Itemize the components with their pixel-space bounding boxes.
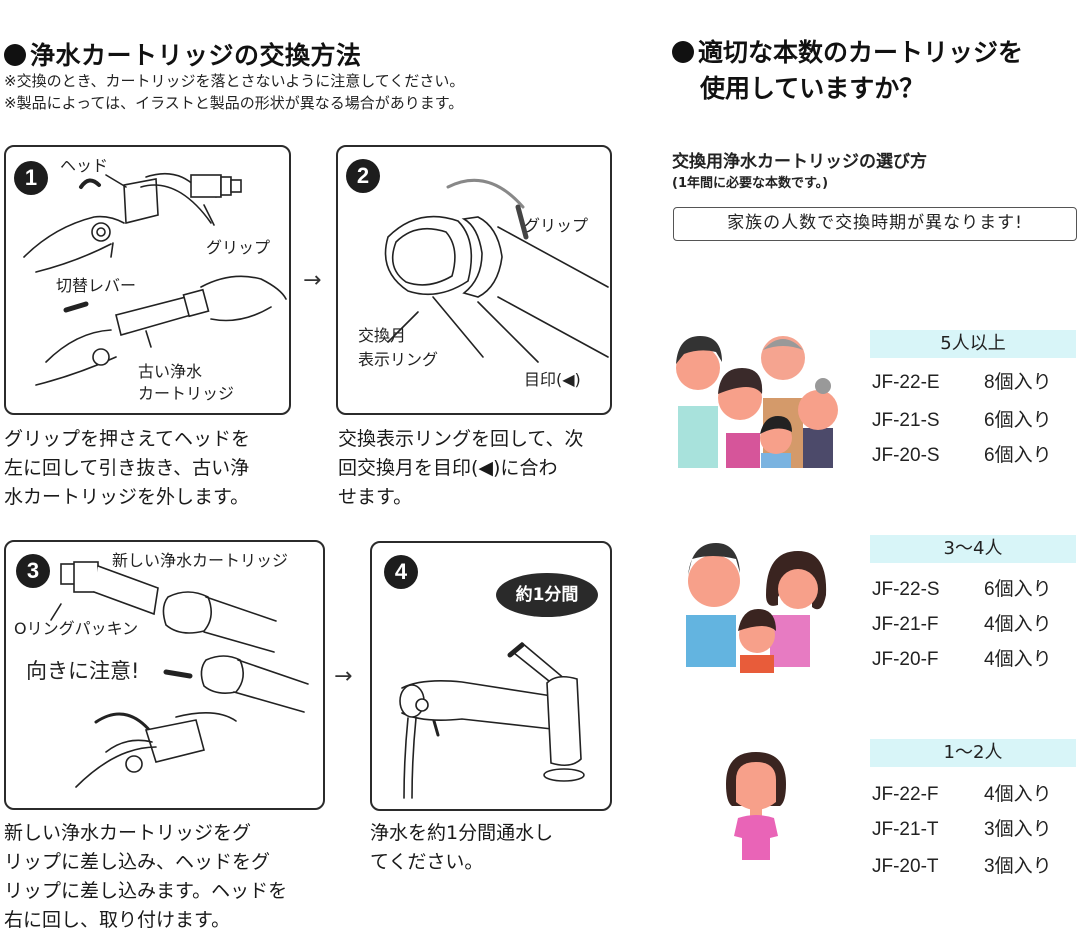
step-2-panel: 2 グリップ 交換月 表示リング 目印(◀): [336, 145, 612, 415]
install-cartridge-illustration: [50, 561, 309, 788]
label-grip: グリップ: [524, 216, 589, 235]
bullet-dot-icon: [4, 44, 26, 66]
product-qty: 3個入り: [984, 856, 1052, 877]
desc-line: 交換表示リングを回して、次: [338, 428, 584, 450]
product-qty: 4個入り: [984, 649, 1052, 670]
label-oring: Oリングパッキン: [14, 619, 139, 638]
label-new-cartridge: 新しい浄水カートリッジ: [112, 551, 289, 570]
desc-line: グリップを押さえてヘッドを: [4, 428, 251, 450]
caution-note-2: ※製品によっては、イラストと製品の形状が異なる場合があります。: [4, 94, 464, 112]
remove-cartridge-illustration: [23, 172, 287, 386]
label-switch-lever: 切替レバー: [56, 276, 137, 295]
product-row: JF-22-S 6個入り: [872, 574, 1052, 606]
step-1-panel: 1: [4, 145, 291, 415]
product-row: JF-22-F 4個入り: [872, 779, 1052, 811]
product-code: JF-21-S: [872, 410, 940, 431]
desc-line: てください。: [370, 851, 484, 873]
product-code: JF-21-T: [872, 819, 939, 840]
step-1-description: グリップを押さえてヘッドを 左に回して引き抜き、古い浄 水カートリッジを外します…: [4, 425, 250, 512]
faucet-illustration: [399, 641, 585, 799]
product-row: JF-20-T 3個入り: [872, 851, 1052, 883]
desc-line: リップに差し込みます。ヘッドを: [4, 880, 288, 902]
product-qty: 8個入り: [984, 372, 1052, 393]
family-size-note-box: 家族の人数で交換時期が異なります!: [673, 207, 1077, 241]
section-title-text: 浄水カートリッジの交換方法: [30, 41, 362, 70]
exchange-ring-illustration: [384, 178, 609, 363]
label-caution-orientation: 向きに注意!: [26, 659, 140, 683]
label-old-cartridge-2: カートリッジ: [138, 384, 235, 403]
family-five-illustration: [676, 336, 838, 468]
desc-line: 回交換月を目印(◀)に合わ: [338, 457, 558, 479]
group-label-1-2: 1〜2人: [870, 739, 1076, 767]
family-three-illustration: [686, 543, 827, 673]
desc-line: せます。: [338, 486, 413, 508]
label-mark: 目印(◀): [524, 370, 581, 389]
bullet-dot-icon: [672, 41, 694, 63]
right-title-line2: 使用していますか？: [700, 74, 925, 103]
caution-note-1: ※交換のとき、カートリッジを落とさないように注意してください。: [4, 72, 465, 90]
step-number-badge: 1: [14, 161, 48, 195]
product-row: JF-21-F 4個入り: [872, 609, 1052, 641]
product-qty: 3個入り: [984, 819, 1052, 840]
product-code: JF-22-S: [872, 579, 940, 600]
step-4-description: 浄水を約1分間通水し てください。: [370, 819, 553, 877]
product-code: JF-21-F: [872, 614, 939, 635]
product-qty: 4個入り: [984, 614, 1052, 635]
product-qty: 6個入り: [984, 445, 1052, 466]
right-title-line1: 適切な本数のカートリッジを: [698, 38, 1024, 67]
product-code: JF-22-E: [872, 372, 940, 393]
desc-line: 水カートリッジを外します。: [4, 486, 250, 508]
step-4-panel: 4 約1分間: [370, 541, 612, 811]
desc-line: 右に回し、取り付けます。: [4, 909, 231, 931]
product-qty: 6個入り: [984, 579, 1052, 600]
label-ring-1: 交換月: [358, 326, 407, 345]
product-qty: 6個入り: [984, 410, 1052, 431]
product-code: JF-20-F: [872, 649, 939, 670]
desc-line: 左に回して引き抜き、古い浄: [4, 457, 250, 479]
product-code: JF-20-T: [872, 856, 939, 877]
label-head: ヘッド: [60, 156, 109, 175]
product-code: JF-20-S: [872, 445, 940, 466]
section-title-right: 適切な本数のカートリッジを: [672, 36, 1023, 70]
group-label-3-4: 3〜4人: [870, 535, 1076, 563]
step-3-panel: 3 新しい浄水カートリッジ Oリングパッキン 向きに注意!: [4, 540, 325, 810]
selection-subtitle-note: (1年間に必要な本数です。): [672, 176, 829, 191]
step-number-badge: 4: [384, 555, 418, 589]
step-number-badge: 2: [346, 159, 380, 193]
desc-line: リップに差し込み、ヘッドをグ: [4, 851, 271, 873]
group-label-5plus: 5人以上: [870, 330, 1076, 358]
product-row: JF-21-S 6個入り: [872, 405, 1052, 437]
product-row: JF-22-E 8個入り: [872, 367, 1052, 399]
step-3-description: 新しい浄水カートリッジをグ リップに差し込み、ヘッドをグ リップに差し込みます。…: [4, 819, 287, 934]
label-ring-2: 表示リング: [358, 350, 439, 369]
product-row: JF-21-T 3個入り: [872, 814, 1052, 846]
section-title-replacement: 浄水カートリッジの交換方法: [4, 36, 362, 72]
step-number-badge: 3: [16, 554, 50, 588]
desc-line: 新しい浄水カートリッジをグ: [4, 822, 252, 844]
duration-badge: 約1分間: [496, 573, 598, 617]
selection-subtitle: 交換用浄水カートリッジの選び方: [672, 152, 927, 172]
desc-line: 浄水を約1分間通水し: [370, 822, 554, 844]
next-step-arrow-icon: →: [334, 664, 353, 689]
product-qty: 4個入り: [984, 784, 1052, 805]
step-2-description: 交換表示リングを回して、次 回交換月を目印(◀)に合わ せます。: [338, 425, 583, 512]
product-row: JF-20-S 6個入り: [872, 440, 1052, 472]
label-grip: グリップ: [206, 238, 271, 257]
single-person-illustration: [726, 752, 786, 860]
product-code: JF-22-F: [872, 784, 939, 805]
label-old-cartridge: 古い浄水: [138, 362, 203, 381]
next-step-arrow-icon: →: [303, 268, 322, 293]
product-row: JF-20-F 4個入り: [872, 644, 1052, 676]
